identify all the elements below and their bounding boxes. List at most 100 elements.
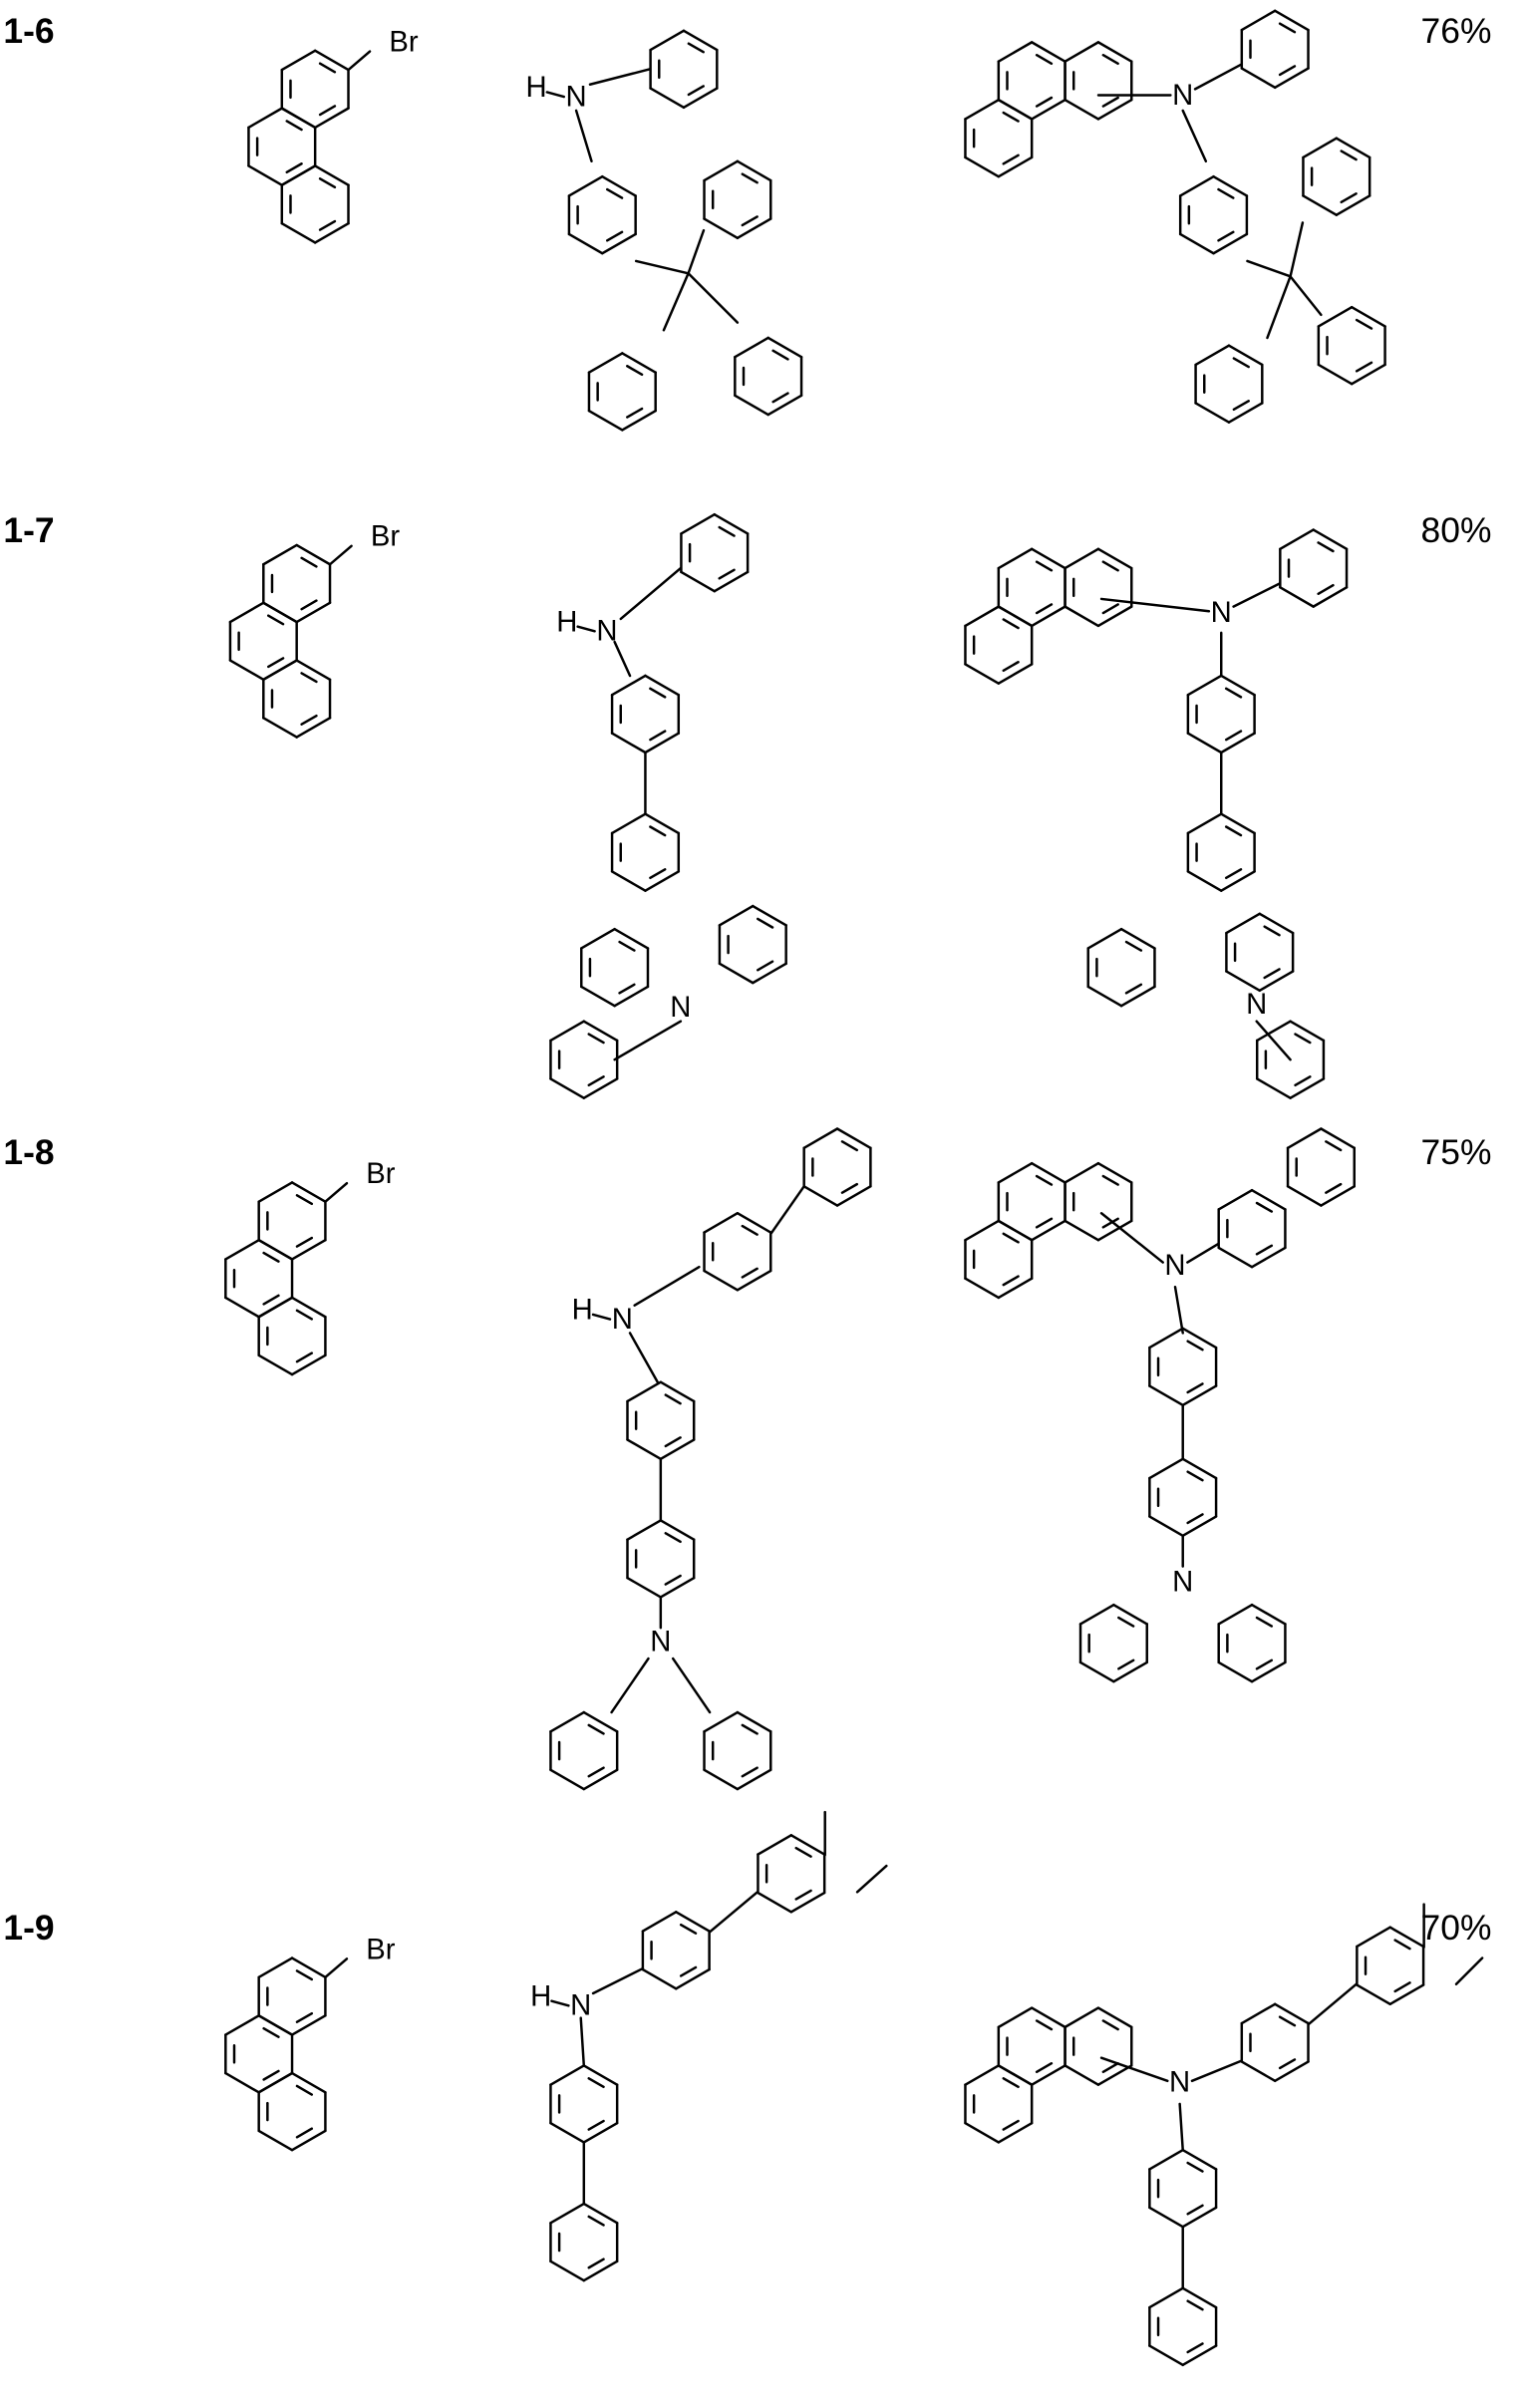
double-bond (1188, 1514, 1203, 1523)
benzene-ring (1219, 1605, 1286, 1681)
entry-label: 1-6 (3, 11, 54, 51)
double-bond (589, 1768, 604, 1777)
atom-label-nitrogen: N (670, 992, 691, 1024)
double-bond (302, 558, 317, 567)
double-bond (1319, 542, 1334, 551)
benzene-ring (999, 42, 1065, 119)
bond (681, 572, 714, 591)
bond (1242, 69, 1275, 88)
benzene-ring (1180, 176, 1247, 253)
atom-label-nitrogen: N (1246, 989, 1267, 1021)
double-bond (1004, 155, 1019, 164)
double-bond (720, 527, 735, 536)
bond (1188, 871, 1221, 890)
bond (612, 1658, 649, 1712)
double-bond (1037, 2063, 1052, 2072)
bond (689, 230, 704, 273)
bond (259, 2015, 292, 2034)
bond (738, 219, 770, 238)
bond (1280, 587, 1313, 606)
bond (1252, 1662, 1285, 1681)
benzene-ring (550, 2065, 617, 2142)
bond (576, 111, 591, 161)
bond (292, 1298, 325, 1317)
benzene-ring (681, 514, 748, 591)
bond (263, 661, 296, 680)
bond (602, 176, 635, 195)
bond (1357, 1985, 1389, 2004)
bond (292, 1182, 325, 1201)
atom-label-hydrogen: H (556, 606, 577, 638)
benzene-ring (1303, 139, 1369, 215)
double-bond (689, 44, 704, 53)
double-bond (1037, 604, 1052, 613)
benzene-ring (1226, 914, 1293, 991)
benzene-ring (612, 676, 679, 752)
bond (1456, 1958, 1482, 1984)
bond (1183, 111, 1206, 161)
double-bond (796, 1848, 811, 1857)
bond (315, 51, 348, 70)
bond (1113, 1605, 1146, 1624)
bond (965, 157, 998, 176)
double-bond (842, 1184, 857, 1193)
entry-label: 1-9 (3, 1908, 54, 1948)
bond (1303, 195, 1336, 214)
bond (259, 1958, 292, 1977)
bond (589, 411, 622, 430)
bond (590, 69, 650, 84)
bond (720, 906, 753, 925)
bond (758, 1835, 790, 1854)
benzene-ring (259, 1182, 326, 1259)
bond (1032, 549, 1065, 568)
bond (1065, 42, 1098, 61)
benzene-ring (259, 1958, 326, 2035)
bond (1180, 176, 1213, 195)
bond (1226, 914, 1259, 933)
double-bond (1103, 98, 1118, 107)
bond (1098, 607, 1131, 626)
bond (615, 1022, 681, 1060)
atom-label-nitrogen: N (1172, 80, 1193, 112)
bond (584, 2065, 617, 2084)
bond (651, 89, 684, 108)
double-bond (1265, 969, 1280, 978)
benzene-ring (965, 1221, 1032, 1298)
bond (1319, 307, 1352, 326)
bond (230, 661, 263, 680)
benzene-ring (282, 165, 349, 242)
bond (1032, 2065, 1065, 2084)
bond (1183, 1329, 1216, 1348)
bond (292, 2073, 325, 2092)
bond (676, 1969, 709, 1988)
bond (1288, 1129, 1321, 1148)
benzene-ring (1196, 346, 1263, 423)
benzene-ring (259, 1298, 326, 1374)
benzene-ring (1080, 1605, 1147, 1681)
bond (1098, 2065, 1131, 2084)
bond (593, 1968, 642, 1993)
benzene-ring (263, 545, 330, 622)
benzene-ring (705, 161, 771, 238)
atom-label-bromine: Br (366, 1158, 396, 1190)
double-bond (589, 2217, 604, 2226)
bond (225, 1298, 258, 1317)
bond (1219, 1248, 1252, 1267)
bond (292, 1355, 325, 1374)
bond (630, 1333, 658, 1381)
double-bond (1103, 604, 1118, 613)
bond (684, 89, 717, 108)
double-bond (1118, 1618, 1133, 1627)
bond (1183, 2346, 1216, 2365)
atom-label-nitrogen: N (1211, 597, 1232, 629)
bond (550, 1712, 583, 1731)
bond (768, 338, 801, 357)
bond (225, 2073, 258, 2092)
bond (1267, 276, 1290, 338)
double-bond (743, 1226, 758, 1235)
double-bond (264, 1253, 279, 1262)
atom-label-nitrogen: N (1169, 2067, 1190, 2099)
double-bond (1004, 113, 1019, 122)
bond (643, 1912, 676, 1931)
